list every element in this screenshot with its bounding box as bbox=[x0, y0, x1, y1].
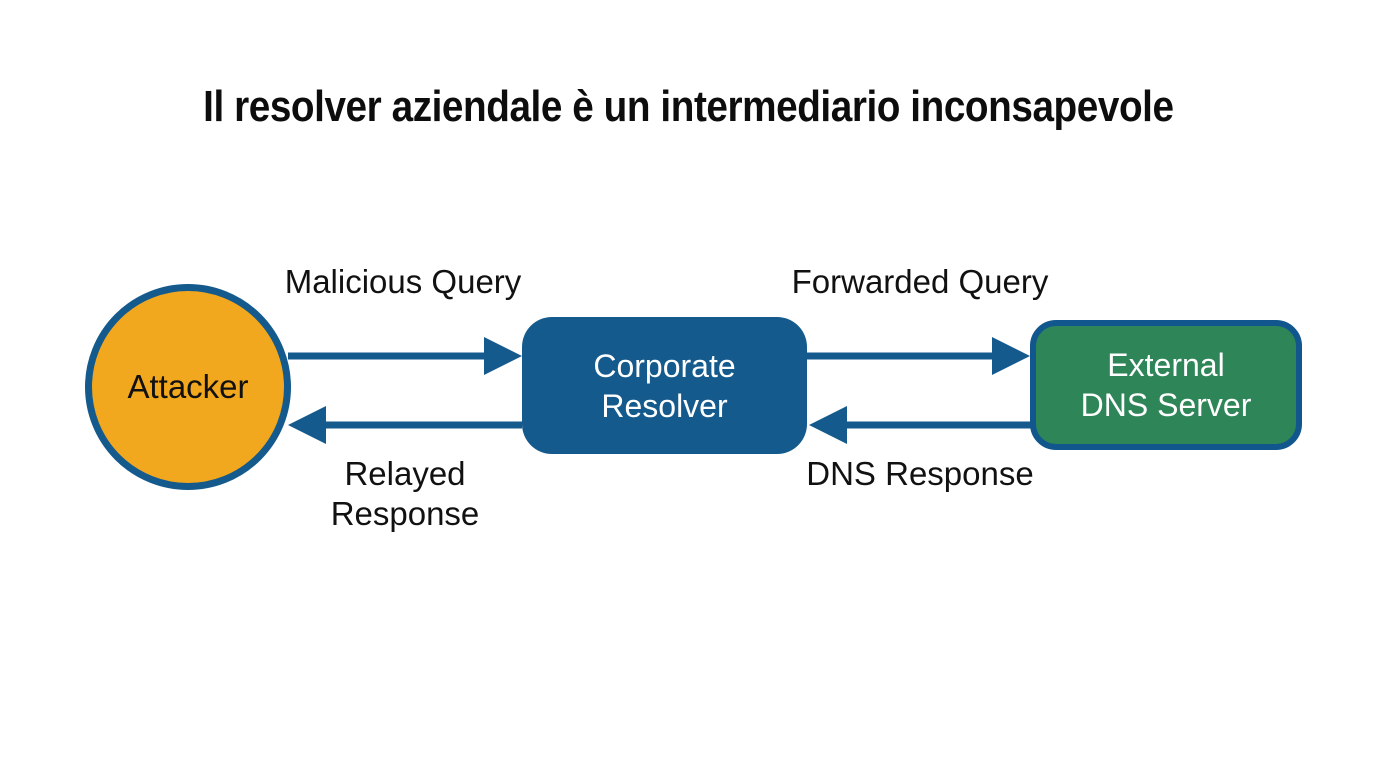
forwarded-query-label-line1: Forwarded bbox=[791, 263, 950, 300]
forwarded-query-arrow bbox=[807, 337, 1030, 375]
page-title-text: Il resolver aziendale è un intermediario… bbox=[202, 82, 1174, 131]
malicious-query-arrow bbox=[288, 337, 522, 375]
relayed-response-label-line1: Relayed bbox=[344, 455, 466, 492]
node-external-dns-server-label-line1: External bbox=[1107, 347, 1225, 383]
node-attacker: Attacker bbox=[85, 284, 291, 490]
forwarded-query-label: Forwarded Query bbox=[790, 262, 1050, 302]
dns-response-label-line1: DNS bbox=[806, 455, 876, 492]
node-corporate-resolver-label-line1: Corporate bbox=[593, 347, 736, 384]
node-external-dns-server-label-line2: DNS Server bbox=[1080, 387, 1252, 423]
node-corporate-resolver-label-line2: Resolver bbox=[601, 387, 728, 424]
dns-response-arrow bbox=[809, 406, 1032, 444]
relayed-response-label-line2: Response bbox=[330, 495, 480, 532]
malicious-query-label-line2: Query bbox=[431, 263, 522, 300]
malicious-query-label: Malicious Query bbox=[273, 262, 533, 302]
dns-response-label-line2: Response bbox=[885, 455, 1034, 492]
arrow-head-right-icon bbox=[992, 337, 1030, 375]
malicious-query-label-line1: Malicious bbox=[284, 263, 423, 300]
node-external-dns-server: External DNS Server bbox=[1030, 320, 1302, 450]
dns-response-label: DNS Response bbox=[790, 454, 1050, 494]
relayed-response-label: Relayed Response bbox=[275, 454, 535, 534]
arrow-head-right-icon bbox=[484, 337, 522, 375]
relayed-response-arrow bbox=[288, 406, 522, 444]
node-corporate-resolver: Corporate Resolver bbox=[522, 317, 807, 454]
arrow-head-left-icon bbox=[809, 406, 847, 444]
page-title: Il resolver aziendale è un intermediario… bbox=[0, 82, 1376, 131]
forwarded-query-label-line2: Query bbox=[958, 263, 1049, 300]
arrow-head-left-icon bbox=[288, 406, 326, 444]
node-attacker-label: Attacker bbox=[127, 368, 249, 405]
